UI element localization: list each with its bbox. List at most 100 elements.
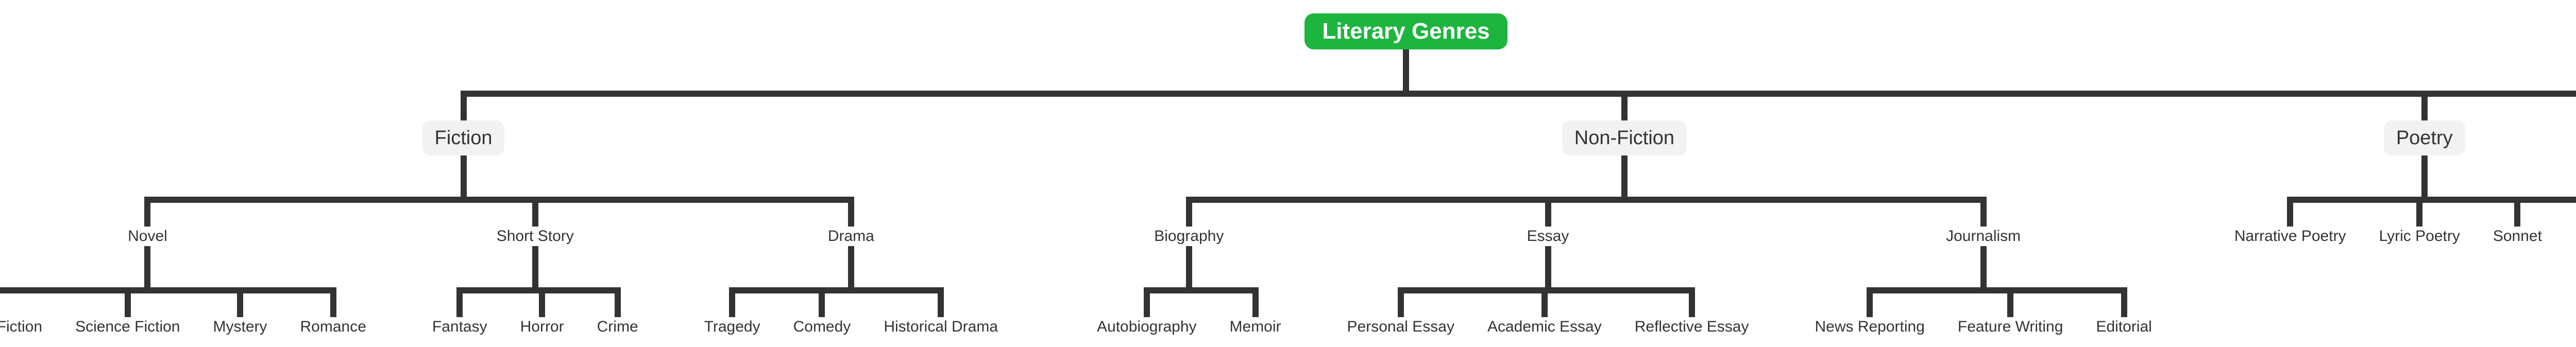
fiction-drama-children: Tragedy Comedy Historical Drama — [688, 287, 1014, 337]
connector-stub — [819, 287, 825, 317]
node-literary-genres: Literary Genres — [1304, 13, 1507, 49]
node-news-reporting: News Reporting — [1815, 318, 1925, 335]
connector-stub — [144, 197, 151, 227]
node-horror: Horror — [520, 318, 564, 335]
connector-stub — [2421, 91, 2428, 120]
node-historical-drama: Historical Drama — [884, 318, 998, 335]
tree-branch: Fantasy — [416, 287, 504, 337]
connector-stub — [456, 287, 463, 317]
connector-stub — [1621, 91, 1628, 120]
connector-stub — [532, 197, 538, 227]
tree-branch: Crime — [580, 287, 655, 337]
node-fiction: Fiction — [422, 120, 505, 155]
connector-stub — [1185, 197, 1192, 227]
connector-drop — [1545, 246, 1551, 287]
node-reflective-essay: Reflective Essay — [1634, 318, 1749, 335]
essay-children: Personal Essay Academic Essay Reflective… — [1331, 287, 1766, 337]
node-essay: Essay — [1527, 228, 1569, 245]
tree-branch: Horror — [503, 287, 581, 337]
connector-stub — [1980, 197, 1987, 227]
connector-stub — [1252, 287, 1259, 317]
connector-stub — [460, 91, 467, 120]
connector-drop — [848, 246, 854, 287]
node-academic-essay: Academic Essay — [1487, 318, 1602, 335]
connector-stub — [614, 287, 621, 317]
connector-drop — [532, 246, 538, 287]
connector-stub — [938, 287, 944, 317]
node-novel: Novel — [128, 228, 167, 245]
node-fiction-drama: Drama — [827, 228, 874, 245]
tree-branch: News Reporting — [1798, 287, 1942, 337]
connector-stub — [237, 287, 243, 317]
tree-branch: Reflective Essay — [1618, 287, 1766, 337]
tree-branch: Essay Personal Essay Academic Essay — [1314, 197, 1782, 337]
tree-branch: Non-Fiction Biography Autobiography — [1047, 91, 2201, 337]
connector-stub — [539, 287, 546, 317]
node-short-story: Short Story — [496, 228, 574, 245]
tree-branch: Haiku — [2558, 197, 2576, 246]
node-fiction-tragedy: Tragedy — [704, 318, 760, 335]
node-personal-essay: Personal Essay — [1347, 318, 1454, 335]
connector-stub — [1688, 287, 1695, 317]
connector-stub — [1397, 287, 1404, 317]
node-editorial: Editorial — [2096, 318, 2152, 335]
connector-drop — [2421, 155, 2428, 197]
connector-stub — [1545, 197, 1551, 227]
node-journalism: Journalism — [1946, 228, 2021, 245]
node-memoir: Memoir — [1229, 318, 1281, 335]
novel-children: Historical Fiction Science Fiction Myste… — [0, 287, 383, 337]
connector-stub — [2121, 287, 2127, 317]
node-non-fiction: Non-Fiction — [1562, 120, 1687, 155]
node-crime: Crime — [597, 318, 638, 335]
connector-drop — [1185, 246, 1192, 287]
tree-branch: Memoir — [1213, 287, 1298, 337]
node-fantasy: Fantasy — [432, 318, 487, 335]
fiction-children: Novel Historical Fiction Science Fiction — [0, 197, 1031, 337]
tree-branch: Biography Autobiography Memoir — [1064, 197, 1314, 337]
tree-branch: Poetry Narrative Poetry Lyric Poetry Son… — [2201, 91, 2576, 246]
tree-branch: Journalism News Reporting Feature Writin… — [1782, 197, 2184, 337]
connector-stub — [330, 287, 336, 317]
tree-branch: Science Fiction — [59, 287, 197, 337]
tree-branch: Feature Writing — [1941, 287, 2080, 337]
node-autobiography: Autobiography — [1097, 318, 1197, 335]
tree-branch: Novel Historical Fiction Science Fiction — [0, 197, 399, 337]
tree-branch: Fiction Novel Historical Fiction — [0, 91, 1048, 337]
connector-drop — [144, 246, 151, 287]
connector-stub — [2007, 287, 2014, 317]
connector-drop — [1980, 246, 1987, 287]
node-biography: Biography — [1154, 228, 1224, 245]
node-poetry: Poetry — [2383, 120, 2465, 155]
node-lyric-poetry: Lyric Poetry — [2379, 228, 2460, 245]
connector-stub — [1143, 287, 1150, 317]
tree-branch: Drama Tragedy Comedy — [671, 197, 1031, 337]
literary-genres-tree: Literary Genres Fiction Novel — [0, 13, 2576, 337]
node-fiction-comedy: Comedy — [793, 318, 851, 335]
tree-branch: Comedy — [776, 287, 868, 337]
node-historical-fiction: Historical Fiction — [0, 318, 43, 335]
node-feature-writing: Feature Writing — [1957, 318, 2063, 335]
node-sonnet: Sonnet — [2493, 228, 2542, 245]
tree-branch: Tragedy — [688, 287, 777, 337]
node-narrative-poetry: Narrative Poetry — [2234, 228, 2346, 245]
tree-branch: Personal Essay — [1331, 287, 1471, 337]
connector-stub — [124, 287, 131, 317]
short-story-children: Fantasy Horror Crime — [416, 287, 655, 337]
poetry-children: Narrative Poetry Lyric Poetry Sonnet Hai… — [2218, 197, 2576, 246]
tree-branch: Sonnet — [2476, 197, 2559, 246]
node-mystery: Mystery — [213, 318, 267, 335]
journalism-children: News Reporting Feature Writing Editorial — [1798, 287, 2168, 337]
tree-branch: Romance — [283, 287, 383, 337]
tree-branch: Editorial — [2079, 287, 2168, 337]
tree-branch: Lyric Poetry — [2362, 197, 2477, 246]
node-haiku: Haiku — [2575, 227, 2576, 246]
connector-drop — [460, 155, 467, 197]
level-1-children: Fiction Novel Historical Fiction — [0, 91, 2576, 337]
connector-stub — [2416, 197, 2423, 227]
tree-branch: Mystery — [196, 287, 284, 337]
non-fiction-children: Biography Autobiography Memoir — [1064, 197, 2185, 337]
tree-branch: Autobiography — [1080, 287, 1214, 337]
connector-drop — [1403, 49, 1409, 91]
node-romance: Romance — [300, 318, 366, 335]
connector-drop — [1621, 155, 1628, 197]
